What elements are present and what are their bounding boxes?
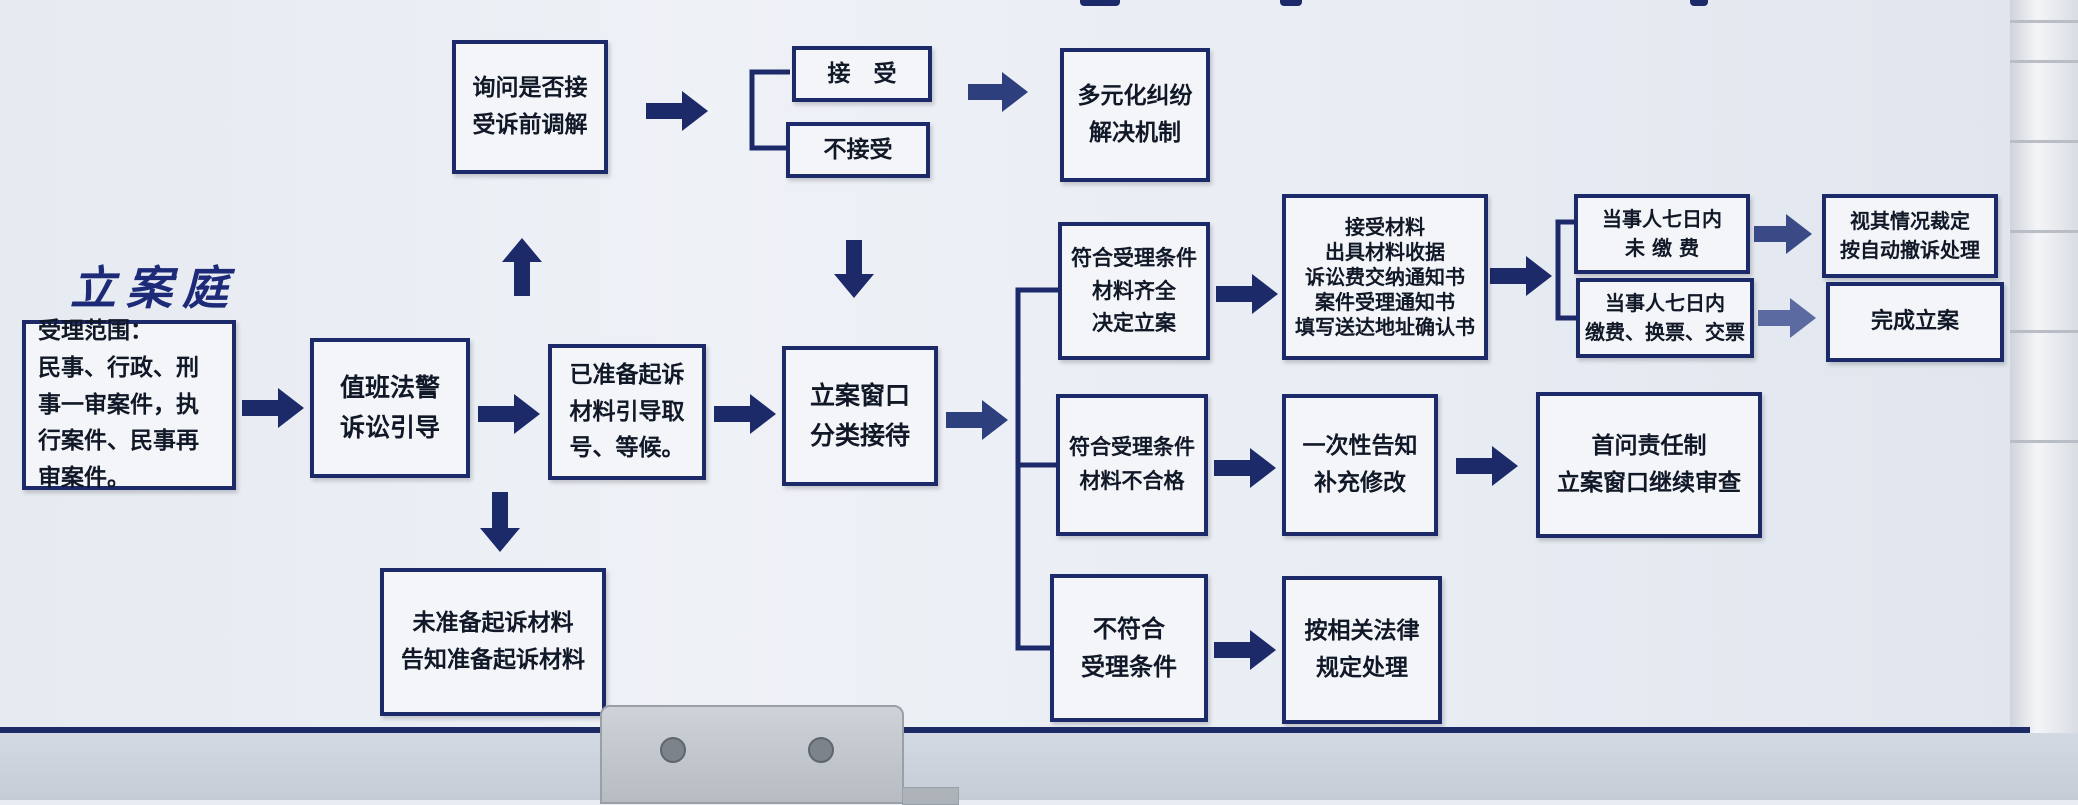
box-accept: 接 受 bbox=[792, 46, 932, 102]
scope-line: 审案件。 bbox=[38, 465, 130, 492]
box-paid: 当事人七日内 缴费、换票、交票 bbox=[1576, 278, 1754, 358]
bracket-payment bbox=[1555, 219, 1580, 321]
box-filing-window: 立案窗口 分类接待 bbox=[782, 346, 938, 486]
top-decoration bbox=[1080, 0, 1120, 6]
diverse-line: 多元化纠纷 bbox=[1077, 83, 1193, 110]
box-mediation-query: 询问是否接 受诉前调解 bbox=[452, 40, 608, 174]
box-diverse-dispute: 多元化纠纷 解决机制 bbox=[1060, 48, 1210, 182]
arrow-reject-window bbox=[834, 240, 874, 298]
arrow-unpaid-withdraw bbox=[1754, 214, 1812, 254]
ready-line: 已准备起诉 bbox=[569, 361, 685, 388]
police-line: 值班法警 bbox=[339, 373, 440, 402]
scope-line: 行案件、民事再 bbox=[38, 428, 199, 455]
reject-label: 不接受 bbox=[823, 136, 893, 163]
materials-line: 接受材料 bbox=[1345, 214, 1425, 239]
arrow-scope-police bbox=[242, 388, 304, 428]
scope-line: 民事、行政、刑 bbox=[38, 354, 199, 381]
box-duty-police: 值班法警 诉讼引导 bbox=[310, 338, 470, 478]
arrow-incomplete-notify bbox=[1214, 448, 1276, 488]
ok-line: 决定立案 bbox=[1092, 311, 1176, 336]
right-wall-edge bbox=[2010, 0, 2078, 800]
box-materials-insufficient: 符合受理条件 材料不合格 bbox=[1056, 394, 1208, 536]
scope-line: 事一审案件，执 bbox=[38, 391, 199, 418]
box-first-inquiry: 首问责任制 立案窗口继续审查 bbox=[1536, 392, 1762, 538]
diverse-line: 解决机制 bbox=[1089, 120, 1181, 146]
top-decoration bbox=[1280, 0, 1302, 6]
box-per-law: 按相关法律 规定处理 bbox=[1282, 576, 1442, 724]
bracket-outcomes bbox=[1015, 287, 1062, 651]
box-complete-filing: 完成立案 bbox=[1826, 282, 2004, 362]
arrow-notify-first bbox=[1456, 446, 1518, 486]
noncomply-line: 不符合 bbox=[1093, 614, 1165, 643]
accept-label: 接 受 bbox=[827, 60, 897, 87]
ok-line: 符合受理条件 bbox=[1071, 246, 1197, 271]
scope-line: 受理范围： bbox=[38, 318, 153, 345]
arrow-police-notready bbox=[480, 492, 520, 552]
top-decoration bbox=[1690, 0, 1708, 6]
materials-line: 填写送达地址确认书 bbox=[1295, 314, 1475, 339]
mediation-line: 受诉前调解 bbox=[472, 112, 588, 138]
ready-line: 号、等候。 bbox=[569, 435, 685, 462]
floor bbox=[0, 733, 2078, 800]
not-ready-line: 告知准备起诉材料 bbox=[401, 647, 585, 673]
incomplete-line: 符合受理条件 bbox=[1069, 435, 1195, 460]
bracket-accept bbox=[749, 69, 790, 151]
box-receive-materials: 接受材料 出具材料收据 诉讼费交纳通知书 案件受理通知书 填写送达地址确认书 bbox=[1282, 194, 1488, 360]
box-acceptance-scope: 受理范围： 民事、行政、刑 事一审案件，执 行案件、民事再 审案件。 bbox=[22, 318, 236, 491]
withdraw-line: 按自动撤诉处理 bbox=[1840, 238, 1980, 262]
device-tab bbox=[902, 787, 959, 805]
arrow-police-ready bbox=[478, 394, 540, 434]
box-reject: 不接受 bbox=[786, 122, 930, 178]
paid-line: 缴费、换票、交票 bbox=[1585, 320, 1745, 344]
police-line: 诉讼引导 bbox=[339, 413, 440, 442]
law-line: 按相关法律 bbox=[1304, 618, 1420, 645]
baseline-bar bbox=[0, 727, 2030, 733]
arrow-mediation-choice bbox=[646, 91, 708, 131]
notify-line: 一次性告知 bbox=[1302, 433, 1418, 460]
mediation-line: 询问是否接 bbox=[472, 75, 588, 102]
not-ready-line: 未准备起诉材料 bbox=[412, 610, 574, 637]
withdraw-line: 视其情况裁定 bbox=[1850, 209, 1970, 233]
box-ready-materials: 已准备起诉 材料引导取 号、等候。 bbox=[548, 344, 706, 480]
materials-line: 出具材料收据 bbox=[1325, 239, 1445, 264]
first-line: 立案窗口继续审查 bbox=[1557, 470, 1741, 496]
arrow-ok-materials bbox=[1216, 274, 1278, 314]
arrow-police-mediation bbox=[502, 238, 542, 296]
arrow-ready-window bbox=[714, 394, 776, 434]
arrow-window-outcomes bbox=[946, 400, 1008, 440]
incomplete-line: 材料不合格 bbox=[1079, 469, 1185, 493]
device-knob-icon bbox=[660, 737, 686, 763]
law-line: 规定处理 bbox=[1316, 655, 1408, 681]
materials-line: 诉讼费交纳通知书 bbox=[1305, 264, 1465, 289]
arrow-paid-complete bbox=[1758, 298, 1816, 338]
noncomply-line: 受理条件 bbox=[1081, 653, 1177, 681]
ready-line: 材料引导取 bbox=[569, 398, 685, 425]
box-one-time-notice: 一次性告知 补充修改 bbox=[1282, 394, 1438, 536]
box-meets-conditions: 符合受理条件 材料齐全 决定立案 bbox=[1058, 222, 1210, 360]
ok-line: 材料齐全 bbox=[1092, 278, 1176, 303]
unpaid-line: 未 缴 费 bbox=[1625, 236, 1699, 260]
box-not-compliant: 不符合 受理条件 bbox=[1050, 574, 1208, 722]
arrow-choice-diverse bbox=[968, 72, 1028, 112]
complete-label: 完成立案 bbox=[1870, 309, 1959, 335]
box-not-ready: 未准备起诉材料 告知准备起诉材料 bbox=[380, 568, 606, 716]
page-title: 立案庭 bbox=[70, 261, 238, 315]
window-line: 分类接待 bbox=[809, 421, 910, 450]
first-line: 首问责任制 bbox=[1591, 433, 1707, 460]
box-unpaid: 当事人七日内 未 缴 费 bbox=[1574, 194, 1750, 274]
paid-line: 当事人七日内 bbox=[1605, 291, 1725, 315]
window-line: 立案窗口 bbox=[809, 381, 910, 410]
device-knob-icon bbox=[808, 737, 834, 763]
notify-line: 补充修改 bbox=[1314, 470, 1406, 496]
materials-line: 案件受理通知书 bbox=[1315, 289, 1455, 314]
arrow-noncomply-law bbox=[1214, 630, 1276, 670]
foreground-device bbox=[600, 705, 959, 805]
arrow-materials-payment bbox=[1490, 256, 1552, 296]
box-withdraw: 视其情况裁定 按自动撤诉处理 bbox=[1822, 194, 1998, 278]
unpaid-line: 当事人七日内 bbox=[1602, 207, 1722, 231]
